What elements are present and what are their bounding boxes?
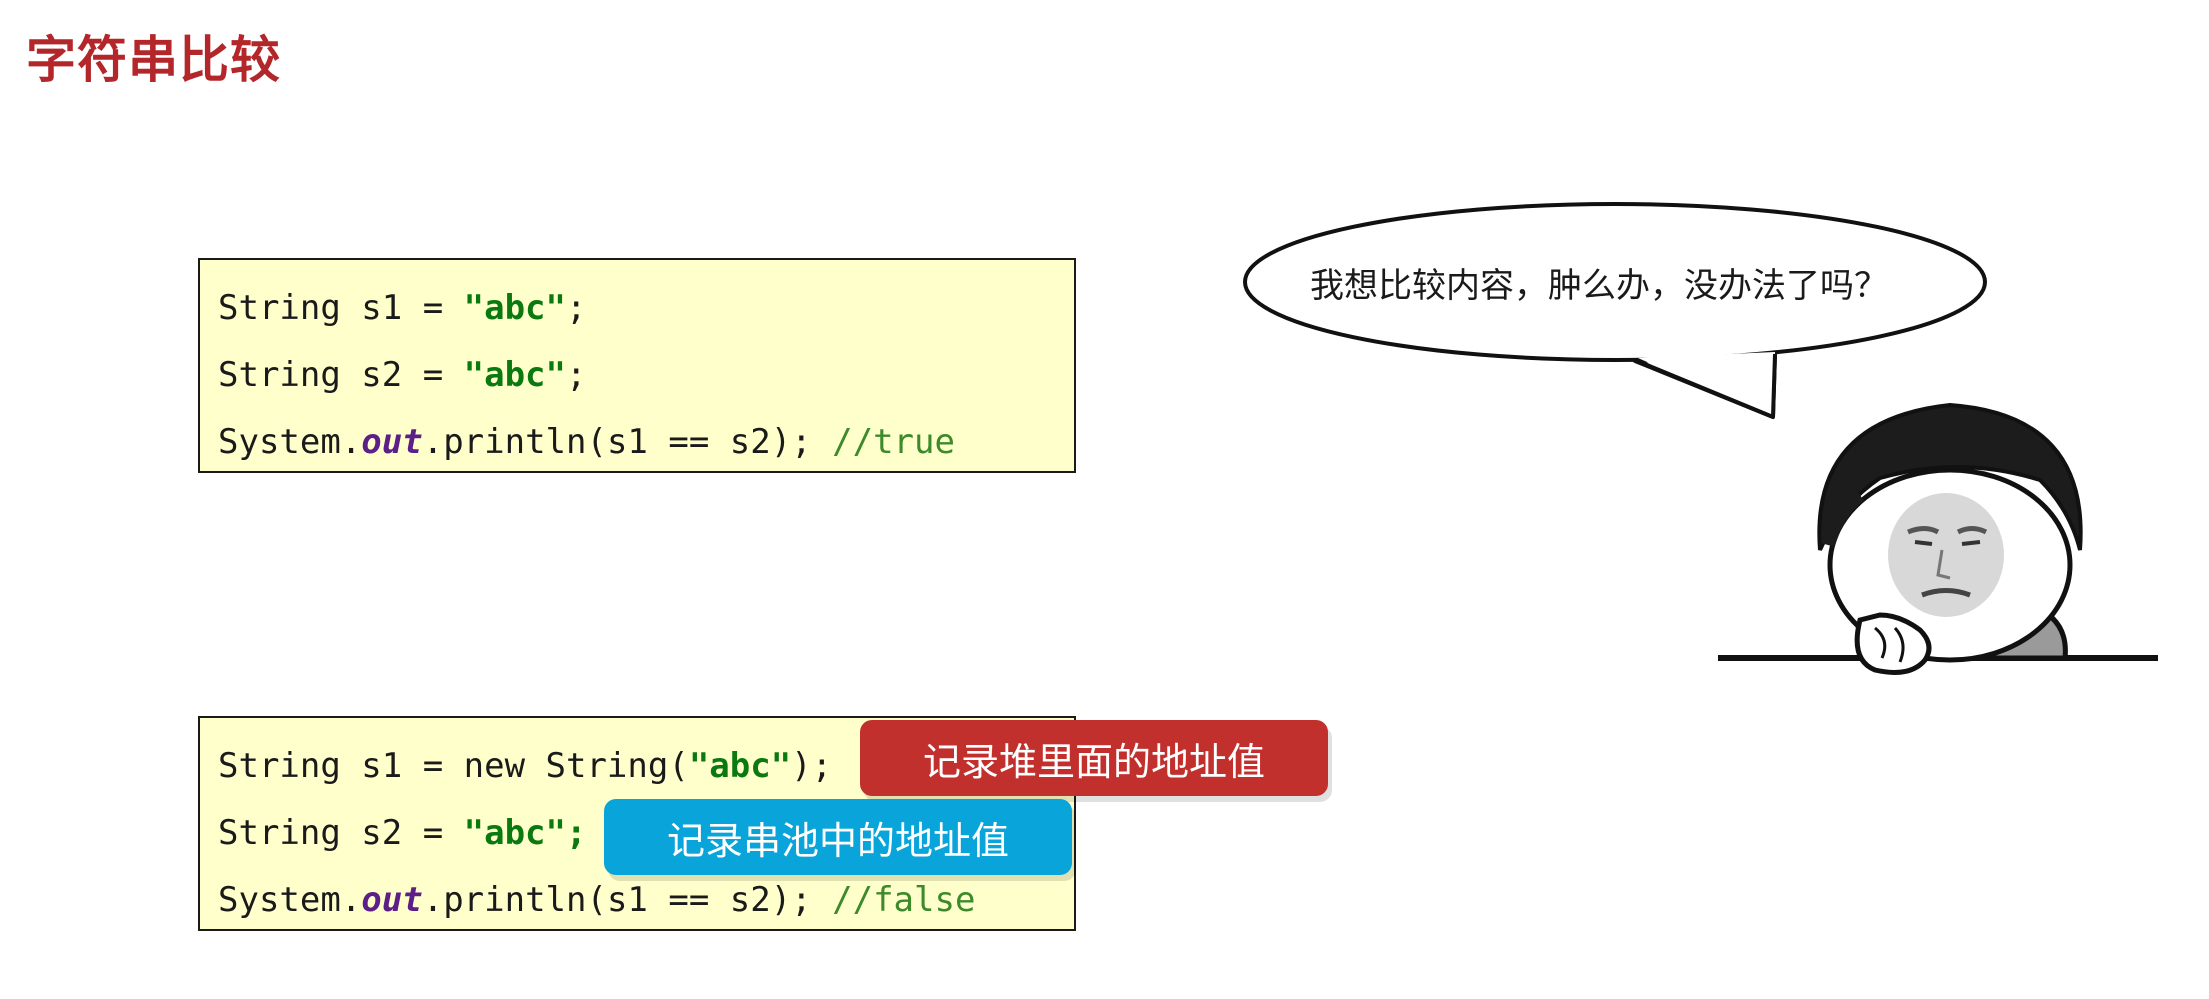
slide-title: 字符串比较 <box>26 31 281 89</box>
string-literal: "abc"; <box>463 813 587 853</box>
code-line-2: String s2 = "abc"; <box>218 355 586 395</box>
static-field: out <box>361 422 423 462</box>
code-text: ; <box>566 288 587 328</box>
code-block-string-literals: String s1 = "abc"; String s2 = "abc"; Sy… <box>198 258 1076 473</box>
code-text: String s2 = <box>218 355 464 395</box>
thinking-character-illustration <box>1718 402 2158 675</box>
code-line-2: String s2 = "abc"; <box>218 813 586 853</box>
code-line-3: System.out.println(s1 == s2); //false <box>218 880 975 920</box>
static-field: out <box>361 880 423 920</box>
speech-bubble <box>1243 202 1987 419</box>
code-comment: //false <box>832 880 976 920</box>
code-text: ); <box>791 746 833 786</box>
code-text: String s2 = <box>218 813 464 853</box>
code-text: .println(s1 == s2); <box>422 880 833 920</box>
code-text: String s1 = <box>218 288 464 328</box>
code-line-1: String s1 = "abc"; <box>218 288 586 328</box>
pool-address-tag: 记录串池中的地址值 <box>604 799 1072 875</box>
code-line-1: String s1 = new String("abc"); <box>218 746 832 786</box>
character-hair <box>1817 402 2083 551</box>
code-text: System. <box>218 422 362 462</box>
code-comment: //true <box>832 422 955 462</box>
heap-address-tag: 记录堆里面的地址值 <box>860 720 1328 796</box>
code-text: .println(s1 == s2); <box>422 422 833 462</box>
code-text: System. <box>218 880 362 920</box>
code-text: String s1 = new String( <box>218 746 689 786</box>
string-literal: "abc" <box>463 288 566 328</box>
code-line-3: System.out.println(s1 == s2); //true <box>218 422 955 462</box>
string-literal: "abc" <box>463 355 566 395</box>
speech-text: 我想比较内容，肿么办，没办法了吗？ <box>1310 266 1888 306</box>
code-text: ; <box>566 355 587 395</box>
string-literal: "abc" <box>688 746 792 786</box>
